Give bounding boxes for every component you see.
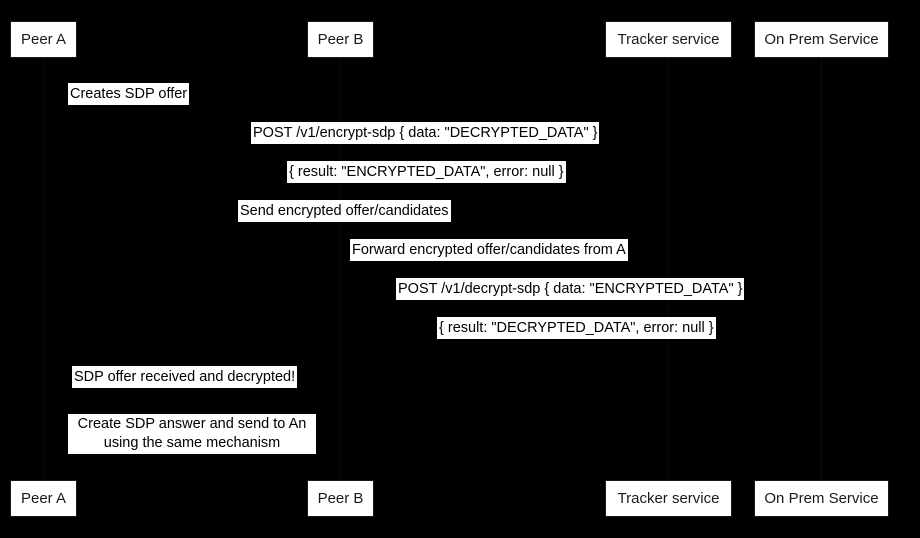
lifeline-peer-a [43, 58, 44, 480]
participant-peer-b-top[interactable]: Peer B [307, 21, 374, 58]
participant-tracker-service-bottom[interactable]: Tracker service [605, 480, 732, 517]
message-label-9-line-1: Create SDP answer and send to An [77, 416, 307, 432]
participant-on-prem-service-bottom[interactable]: On Prem Service [754, 480, 889, 517]
message-label-3: { result: "ENCRYPTED_DATA", error: null … [287, 161, 566, 183]
message-label-2: POST /v1/encrypt-sdp { data: "DECRYPTED_… [251, 122, 600, 144]
lifeline-peer-b [340, 58, 341, 480]
participant-peer-a-top[interactable]: Peer A [10, 21, 77, 58]
participant-peer-a-bottom[interactable]: Peer A [10, 480, 77, 517]
message-label-8: SDP offer received and decrypted! [72, 366, 298, 388]
message-label-9: Create SDP answer and send to An using t… [68, 414, 316, 454]
message-label-4: Send encrypted offer/candidates [238, 200, 451, 222]
message-label-7: { result: "DECRYPTED_DATA", error: null … [437, 317, 716, 339]
message-label-9-line-2: using the same mechanism [103, 435, 281, 451]
message-label-5: Forward encrypted offer/candidates from … [350, 239, 628, 261]
message-label-1: Creates SDP offer [68, 83, 190, 105]
lifeline-on-prem-service [821, 58, 822, 480]
participant-on-prem-service-top[interactable]: On Prem Service [754, 21, 889, 58]
lifeline-tracker-service [668, 58, 669, 480]
message-label-6: POST /v1/decrypt-sdp { data: "ENCRYPTED_… [396, 278, 745, 300]
participant-tracker-service-top[interactable]: Tracker service [605, 21, 732, 58]
participant-peer-b-bottom[interactable]: Peer B [307, 480, 374, 517]
